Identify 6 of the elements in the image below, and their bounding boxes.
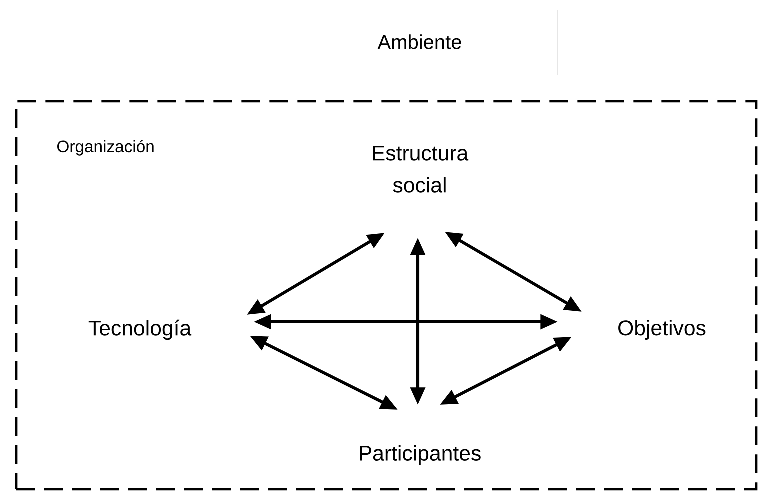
concept-label: Participantes [360,445,481,466]
concept-label: Objetivos [618,320,706,340]
concept-label: Tecnología [88,320,192,340]
concept-label: Estructura social [373,146,469,193]
heading: Ambiente [378,34,462,50]
group-label: Organización [58,140,154,156]
